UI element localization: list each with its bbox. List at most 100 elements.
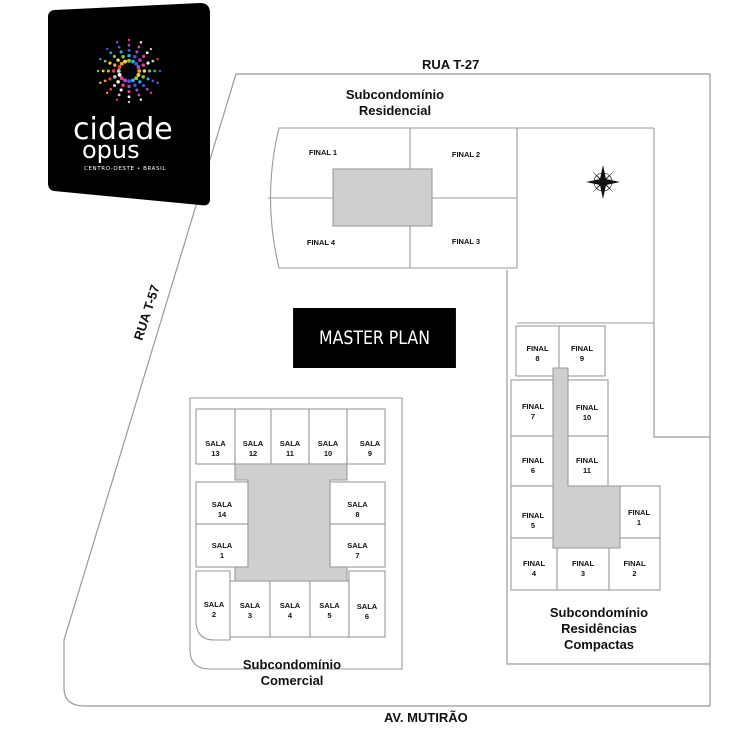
unit-number: 13 [211, 449, 220, 458]
logo-dot [136, 72, 141, 77]
unit-type: FINAL [526, 344, 549, 353]
unit-number: 9 [579, 354, 585, 363]
residencial-unit-label: FINAL 1 [308, 148, 338, 157]
logo-dot [127, 58, 131, 63]
comercial-building [189, 397, 403, 670]
unit-number: 1 [636, 518, 642, 527]
logo-dot [108, 77, 112, 81]
lot-boundary [63, 73, 711, 707]
section-comercial-line2: Comercial [260, 673, 324, 688]
logo-dot [148, 69, 152, 73]
logo-dot [134, 76, 139, 81]
unit-number: 5 [530, 521, 536, 530]
section-compactas-line2: Residências [561, 621, 637, 636]
logo-dot [113, 63, 117, 67]
residencial-unit-label: FINAL 3 [451, 237, 481, 246]
unit-type: FINAL [570, 344, 594, 353]
residencial-unit-label: FINAL 4 [306, 238, 336, 247]
logo-dot [142, 84, 146, 88]
logo-dot [141, 63, 145, 67]
logo-badge [48, 3, 210, 206]
unit-number: 8 [355, 510, 360, 519]
logo-dot [149, 91, 153, 95]
unit-number: 7 [530, 412, 536, 421]
logo-dot [99, 81, 102, 85]
logo-dot [116, 69, 121, 73]
logo-dot [141, 75, 145, 79]
unit-type: SALA [242, 439, 264, 448]
logo-dot [127, 53, 131, 58]
logo-dot [137, 45, 141, 49]
unit-number: 12 [248, 449, 258, 458]
unit-number: 3 [580, 569, 586, 578]
logo-dot [117, 45, 121, 49]
unit-number: 2 [211, 610, 217, 619]
logo-dot [109, 51, 113, 55]
master-plan-title: MASTER PLAN [293, 308, 456, 368]
logo-dot [145, 87, 149, 91]
logo-dot [105, 91, 109, 95]
unit-type: FINAL [521, 511, 545, 520]
section-comercial-line1: Subcondomínio [242, 657, 342, 672]
logo-dot [135, 50, 139, 54]
logo-dot [142, 69, 147, 73]
unit-type: SALA [317, 439, 339, 448]
unit-number: 4 [287, 611, 293, 620]
unit-type: FINAL [521, 402, 545, 411]
logo-dot [151, 79, 155, 83]
unit-number: 1 [219, 551, 225, 560]
logo-dot [96, 69, 100, 73]
logo-name-line2: opus [82, 136, 140, 164]
logo-dot [117, 72, 122, 77]
unit-type: FINAL [623, 559, 646, 568]
logo-dot [139, 98, 143, 101]
unit-number: 6 [530, 466, 536, 475]
logo-dot [127, 38, 131, 42]
logo-dot [101, 69, 105, 73]
logo-name-line1: cidade [73, 112, 173, 147]
logo-dot [117, 93, 121, 97]
logo-dot [153, 69, 157, 73]
unit-number: 4 [531, 569, 537, 578]
logo-dot [133, 83, 137, 87]
logo-dot [127, 100, 131, 104]
section-residencial-line2: Residencial [358, 103, 432, 118]
logo-dot [115, 98, 119, 101]
unit-type: SALA [356, 602, 378, 611]
unit-type: FINAL [521, 456, 545, 465]
logo-dot [135, 88, 139, 92]
unit-number: 9 [367, 449, 373, 458]
compass-rose-icon [586, 165, 620, 199]
logo-dot [103, 79, 107, 83]
unit-type: FINAL [571, 559, 595, 568]
logo-dot [119, 88, 123, 92]
section-compactas-label: Subcondomínio Residências Compactas [524, 605, 674, 653]
residencial-court [332, 168, 433, 227]
street-south: AV. MUTIRÃO [384, 710, 468, 725]
unit-number: 7 [355, 551, 360, 560]
unit-number: 6 [364, 612, 370, 621]
logo-dot [136, 65, 141, 70]
unit-type: SALA [205, 439, 226, 448]
unit-number: 11 [583, 466, 591, 475]
logo-dot [156, 81, 159, 85]
logo-dot [119, 76, 124, 81]
compactas-lot-boundary [506, 270, 710, 665]
logo-dot [119, 50, 123, 54]
logo-dot [106, 69, 110, 73]
logo-dot [111, 69, 116, 73]
logo-dot [127, 95, 131, 99]
unit-number: 10 [582, 413, 592, 422]
